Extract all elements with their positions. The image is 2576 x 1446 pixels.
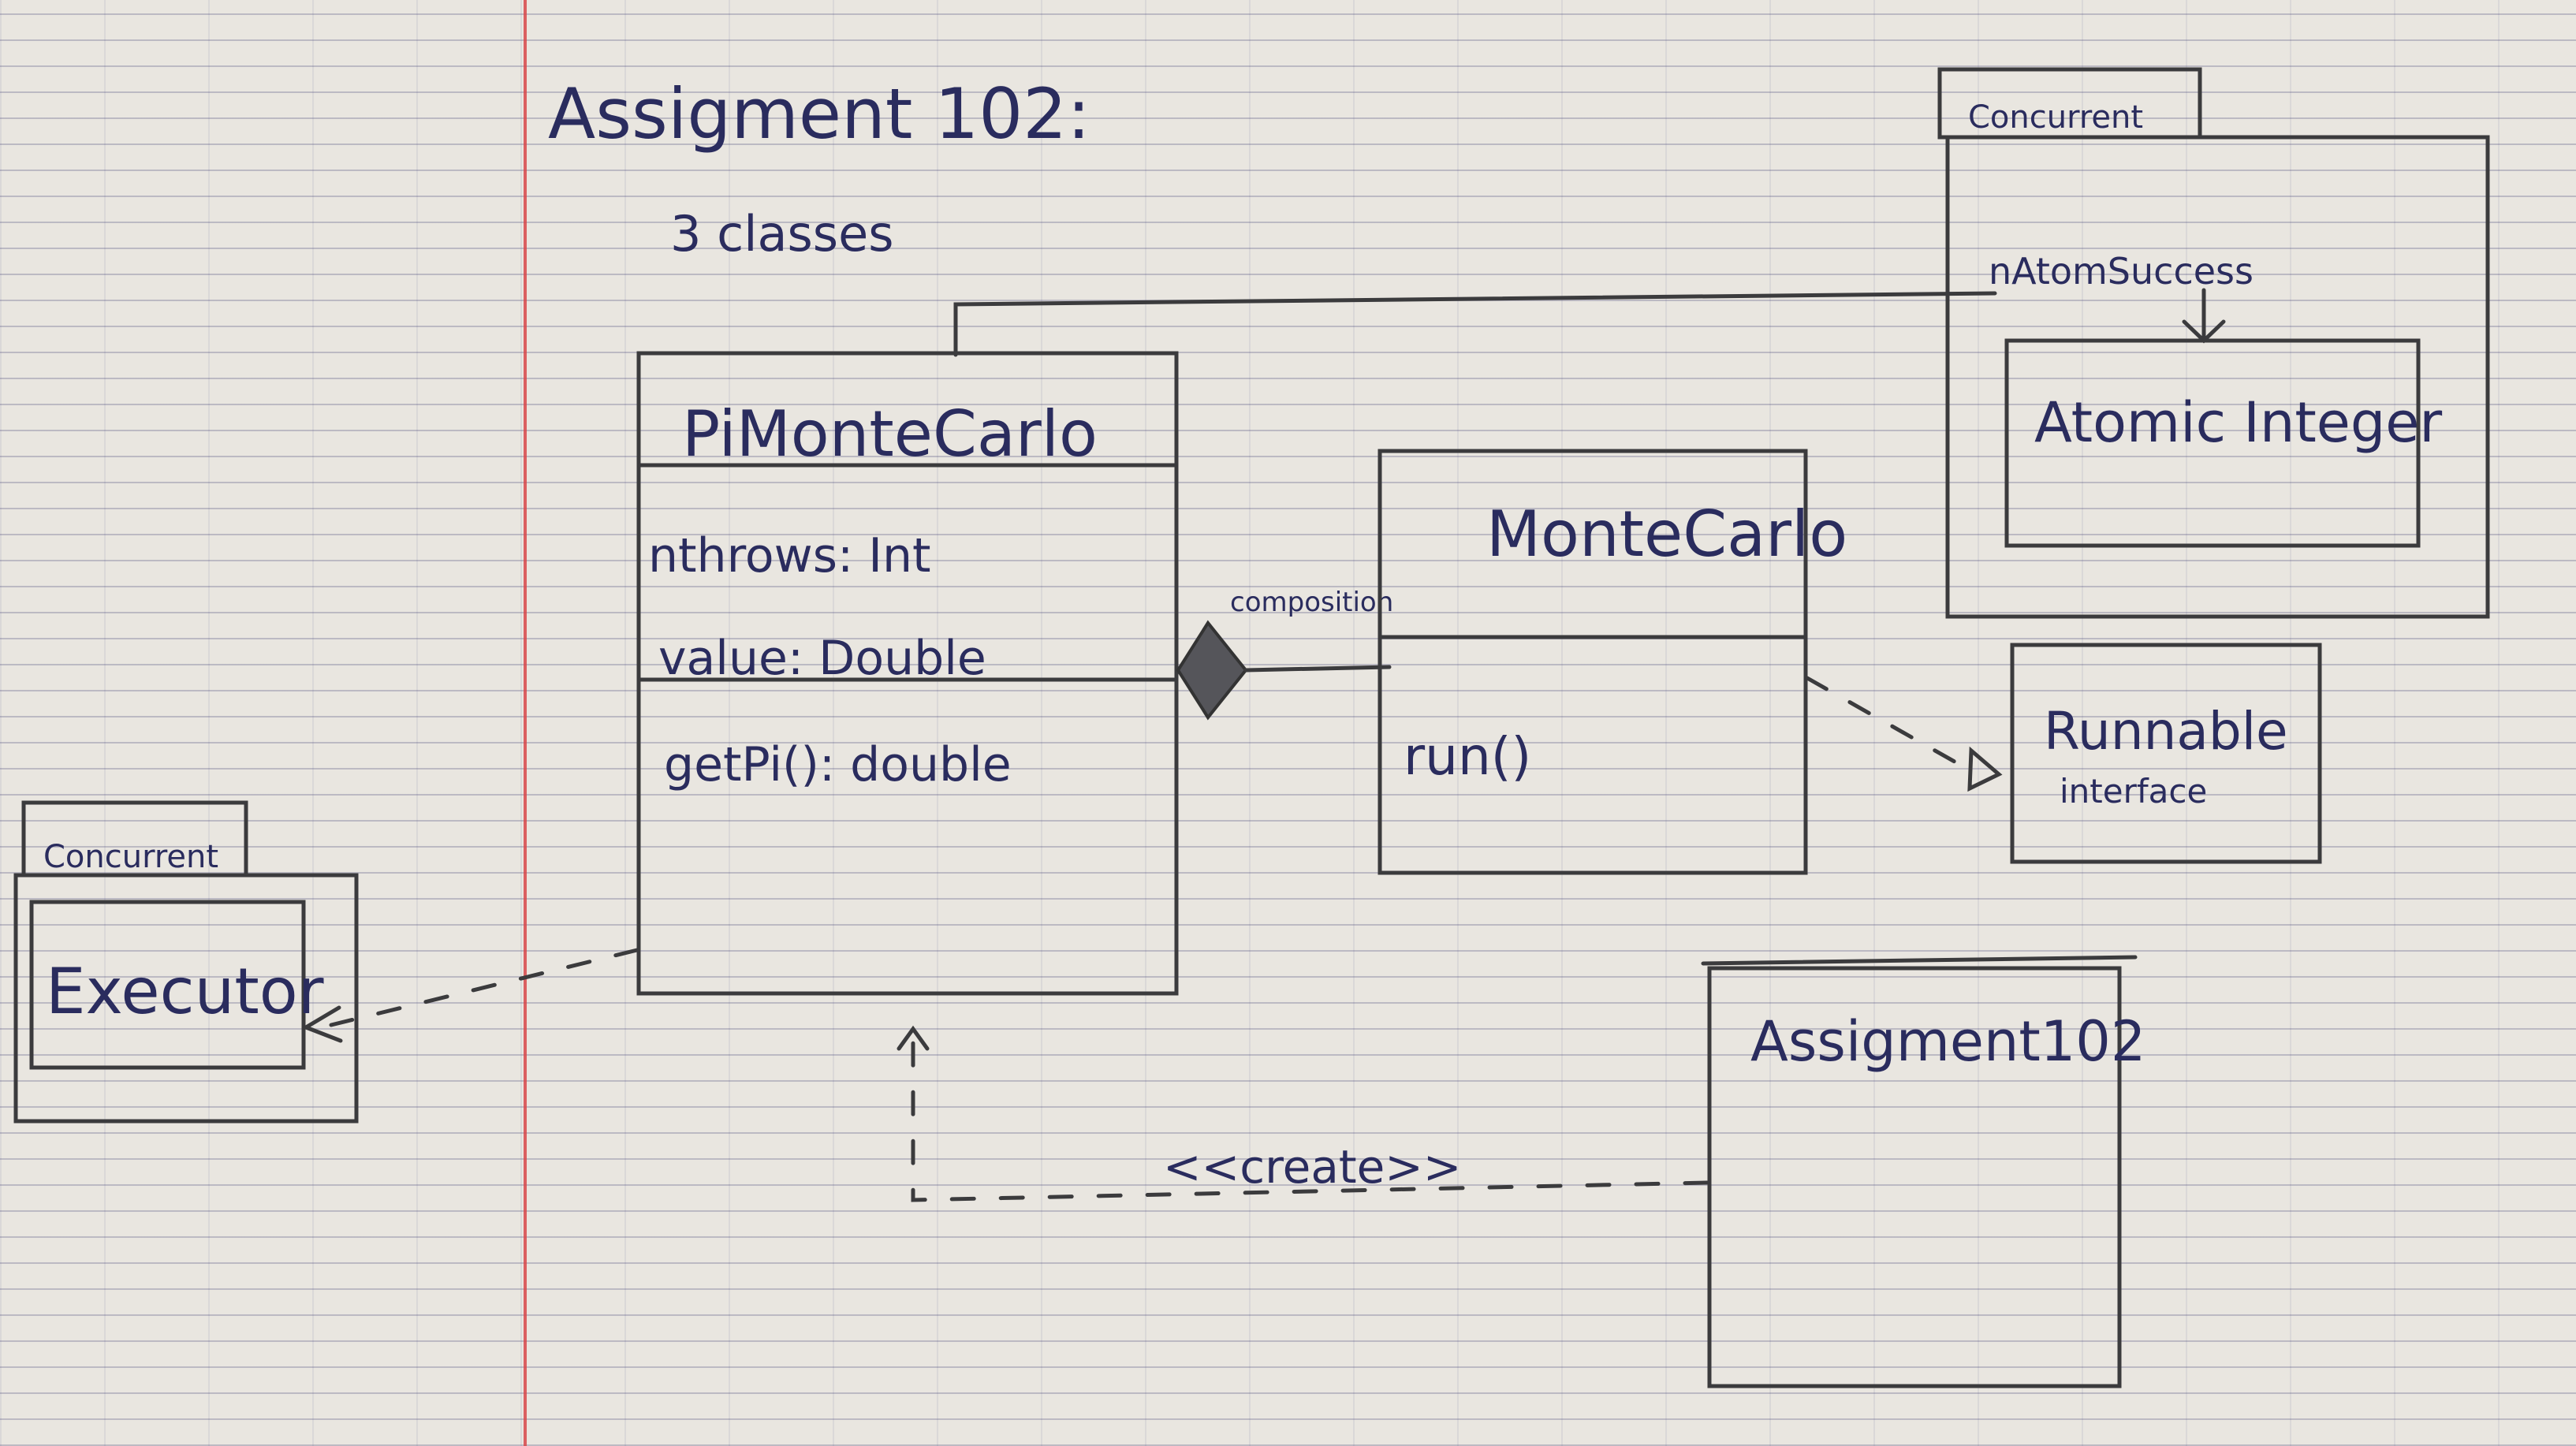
class-pi-monte-carlo: PiMonteCarlo nthrows: Int value: Double … (636, 351, 1179, 996)
class-monte-carlo-name: MonteCarlo (1486, 498, 1847, 571)
interface-box (2010, 643, 2322, 864)
class-atomic-integer-name: Atomic Integer (2034, 390, 2442, 455)
create-arrowhead (897, 1025, 930, 1051)
method-getpi: getPi(): double (664, 737, 1012, 792)
class-box (1377, 449, 1808, 875)
class-monte-carlo: MonteCarlo run() (1377, 449, 1847, 875)
composition-label: composition (1230, 587, 1393, 618)
package-name: Concurrent (43, 839, 218, 875)
realization-arrowhead (1967, 746, 2003, 792)
package-concurrent-left: Concurrent Executor (13, 800, 359, 1124)
dependency-arrowhead-executor (301, 1005, 343, 1043)
class-atomic-integer (2004, 338, 2421, 548)
package-frame (1945, 135, 2490, 619)
dependency-line-executor (329, 948, 639, 1027)
association-label-natomsuccess: nAtomSuccess (1989, 250, 2254, 293)
class-executor (29, 900, 306, 1070)
attribute-nthrows: nthrows: Int (648, 528, 931, 583)
realization-line (1805, 676, 1974, 773)
margin-line (524, 0, 527, 1446)
class-box (636, 351, 1179, 996)
attribute-value: value: Double (658, 631, 986, 686)
diagram-subtitle: 3 classes (670, 205, 894, 263)
composition-diamond (1176, 620, 1248, 721)
package-name: Concurrent (1968, 99, 2143, 136)
package-frame (13, 873, 359, 1124)
interface-runnable-name: Runnable (2044, 701, 2288, 762)
diagram-title: Assigment 102: (548, 73, 1090, 155)
create-dependency-line (911, 1027, 1709, 1202)
interface-stereotype: interface (2060, 772, 2207, 811)
create-stereotype-label: <<create>> (1163, 1140, 1462, 1194)
association-line-natomsuccess (953, 291, 1997, 357)
class-assigment102: Assigment102 (1701, 955, 2145, 1388)
package-concurrent-top: Concurrent nAtomSuccess Atomic Integer (1937, 67, 2490, 619)
method-run: run() (1404, 726, 1531, 787)
class-box (1707, 966, 2122, 1388)
interface-runnable: Runnable interface (2010, 643, 2322, 864)
class-assigment102-name: Assigment102 (1750, 1009, 2145, 1074)
class-executor-name: Executor (46, 955, 324, 1028)
class-top-edge (1701, 955, 2138, 966)
composition-line (1243, 665, 1392, 673)
class-pi-monte-carlo-name: PiMonteCarlo (682, 397, 1098, 471)
